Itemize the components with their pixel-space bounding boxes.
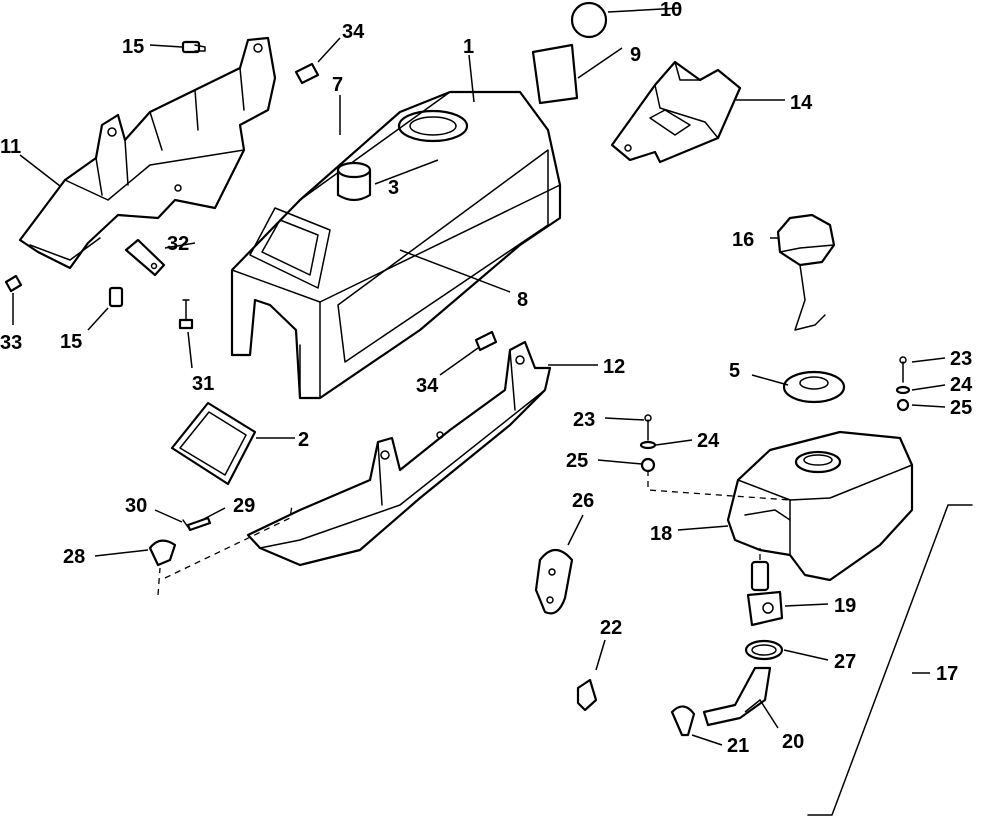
callout-1: 1	[463, 36, 474, 58]
fuel-tank-part-18	[726, 430, 914, 582]
clip-part-22	[576, 678, 598, 712]
callout-29: 29	[233, 495, 255, 517]
fitting-part-19	[746, 560, 784, 627]
gasket-part-2	[170, 401, 257, 486]
bolt-part-15-top	[181, 40, 206, 54]
fuel-cap-part-16	[776, 213, 836, 331]
callout-23-center: 23	[573, 409, 595, 431]
callout-8: 8	[517, 289, 528, 311]
callout-24-right: 24	[950, 374, 973, 396]
hose-part-20	[702, 666, 772, 727]
clip-part-21	[670, 705, 696, 737]
callout-5: 5	[729, 360, 740, 382]
callout-12: 12	[603, 356, 625, 378]
callout-32: 32	[167, 233, 189, 255]
hardware-23-24-25-center	[639, 414, 657, 473]
callout-24-center: 24	[697, 430, 720, 452]
plate-part-26	[534, 548, 574, 615]
pin-part-29	[186, 516, 212, 532]
leader-lines	[12, 7, 946, 746]
seal-part-5	[782, 370, 846, 404]
callout-11: 11	[0, 136, 21, 158]
clamp-part-27	[744, 639, 784, 661]
callout-19: 19	[834, 595, 856, 617]
callout-22: 22	[600, 617, 622, 639]
callout-3: 3	[388, 177, 399, 199]
callout-28: 28	[63, 546, 85, 568]
callout-17: 17	[936, 663, 958, 685]
callout-26: 26	[572, 490, 594, 512]
screw-part-31	[178, 299, 194, 330]
callout-labels: 1 2 3 5 7 8 9 10 11 12 14 15 15 16 17 18…	[0, 0, 973, 757]
pin-part-34-lower	[474, 330, 498, 352]
callout-2: 2	[298, 429, 309, 451]
callout-25-center: 25	[566, 450, 588, 472]
dashed-line-latch	[157, 504, 293, 596]
disc-part-10	[570, 1, 608, 39]
callout-25-right: 25	[950, 397, 972, 419]
group-bracket-part-17	[807, 504, 973, 816]
callout-33: 33	[0, 332, 22, 354]
callout-23-right: 23	[950, 348, 972, 370]
lower-pan-part-12	[246, 340, 552, 567]
callout-15-top: 15	[122, 36, 144, 58]
callout-27: 27	[834, 651, 856, 673]
callout-14: 14	[790, 92, 813, 114]
bolt-part-15-lower	[108, 286, 124, 308]
pin-part-34-top	[294, 62, 320, 85]
callout-9: 9	[630, 44, 641, 66]
callout-30: 30	[125, 495, 147, 517]
bracket-part-14	[610, 60, 742, 164]
callout-7: 7	[332, 74, 343, 96]
clip-part-32	[124, 238, 166, 277]
callout-16: 16	[732, 229, 754, 251]
bolt-part-33	[4, 274, 23, 293]
cap-part-3	[336, 161, 372, 202]
cowling-part-1	[230, 90, 562, 400]
dashed-line-tank	[647, 470, 791, 501]
pin-part-30	[182, 519, 191, 531]
callout-10: 10	[660, 0, 682, 21]
callout-31: 31	[192, 373, 214, 395]
hardware-23-24-25-right	[895, 356, 911, 412]
latch-part-28	[148, 539, 177, 567]
callout-34-lower: 34	[416, 375, 439, 397]
lower-pan-part-11	[18, 36, 277, 270]
decal-part-9	[531, 43, 579, 105]
callout-34-top: 34	[342, 21, 365, 43]
callout-18: 18	[650, 523, 672, 545]
callout-21: 21	[727, 735, 749, 757]
callout-20: 20	[782, 731, 804, 753]
callout-15-lower: 15	[60, 331, 82, 353]
